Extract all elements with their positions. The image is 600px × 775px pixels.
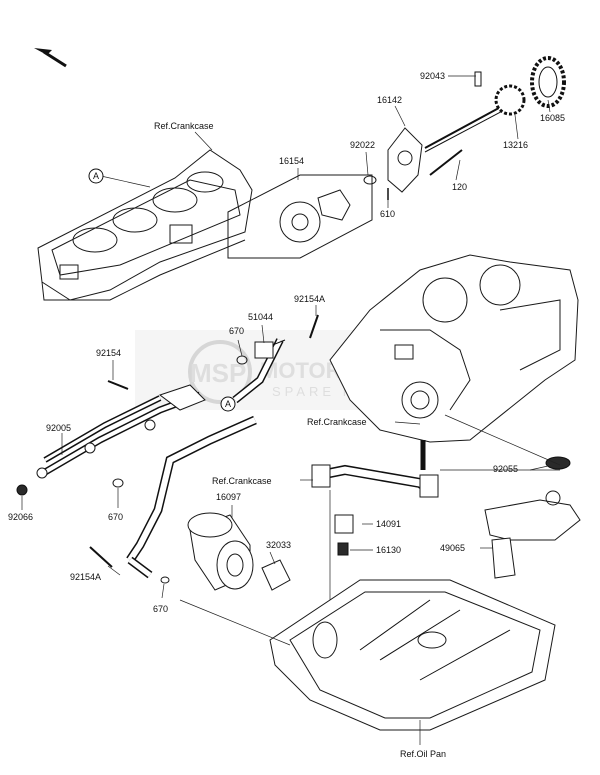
- watermark-logo: MSP: [190, 358, 246, 388]
- label-92055: 92055: [493, 464, 518, 474]
- label-120: 120: [452, 182, 467, 192]
- label-92154a-top: 92154A: [294, 294, 325, 304]
- label-92043: 92043: [420, 71, 445, 81]
- label-92154: 92154: [96, 348, 121, 358]
- oil-pump-cover-part: [363, 127, 463, 200]
- label-16097: 16097: [216, 492, 241, 502]
- label-ref-oil-pan: Ref.Oil Pan: [400, 749, 446, 759]
- leader-lines: [21, 75, 561, 745]
- marker-a-top-label: A: [93, 171, 99, 181]
- label-14091: 14091: [376, 519, 401, 529]
- label-32033: 32033: [266, 540, 291, 550]
- label-13216: 13216: [503, 140, 528, 150]
- label-ref-crankcase-mid: Ref.Crankcase: [307, 417, 367, 427]
- label-16130: 16130: [376, 545, 401, 555]
- label-92005: 92005: [46, 423, 71, 433]
- label-92022: 92022: [350, 140, 375, 150]
- label-670-b: 670: [108, 512, 123, 522]
- front-direction-arrow-icon: [34, 48, 67, 68]
- label-ref-crankcase-top: Ref.Crankcase: [154, 121, 214, 131]
- oil-filter-part: [187, 512, 291, 591]
- oil-pump-shaft-part: [424, 56, 566, 153]
- oil-strainer-part: [484, 456, 581, 579]
- oil-pan-part: [269, 579, 556, 731]
- marker-a-mid-label: A: [225, 399, 231, 409]
- label-49065: 49065: [440, 543, 465, 553]
- label-51044: 51044: [248, 312, 273, 322]
- label-16154: 16154: [279, 156, 304, 166]
- pump-rotor-part: [227, 174, 373, 259]
- crankcase-part: [329, 254, 579, 443]
- marker-a-mid: A: [220, 396, 236, 412]
- label-670-c: 670: [153, 604, 168, 614]
- label-670-a: 670: [229, 326, 244, 336]
- oil-pipe-assembly-part: [16, 314, 319, 584]
- label-92066: 92066: [8, 512, 33, 522]
- marker-a-top: A: [88, 168, 104, 184]
- label-ref-crankcase-low: Ref.Crankcase: [212, 476, 272, 486]
- label-16142: 16142: [377, 95, 402, 105]
- oil-passage-fittings-part: [311, 440, 439, 556]
- label-610: 610: [380, 209, 395, 219]
- label-92154a-low: 92154A: [70, 572, 101, 582]
- label-16085: 16085: [540, 113, 565, 123]
- cylinder-block-part: [37, 149, 253, 301]
